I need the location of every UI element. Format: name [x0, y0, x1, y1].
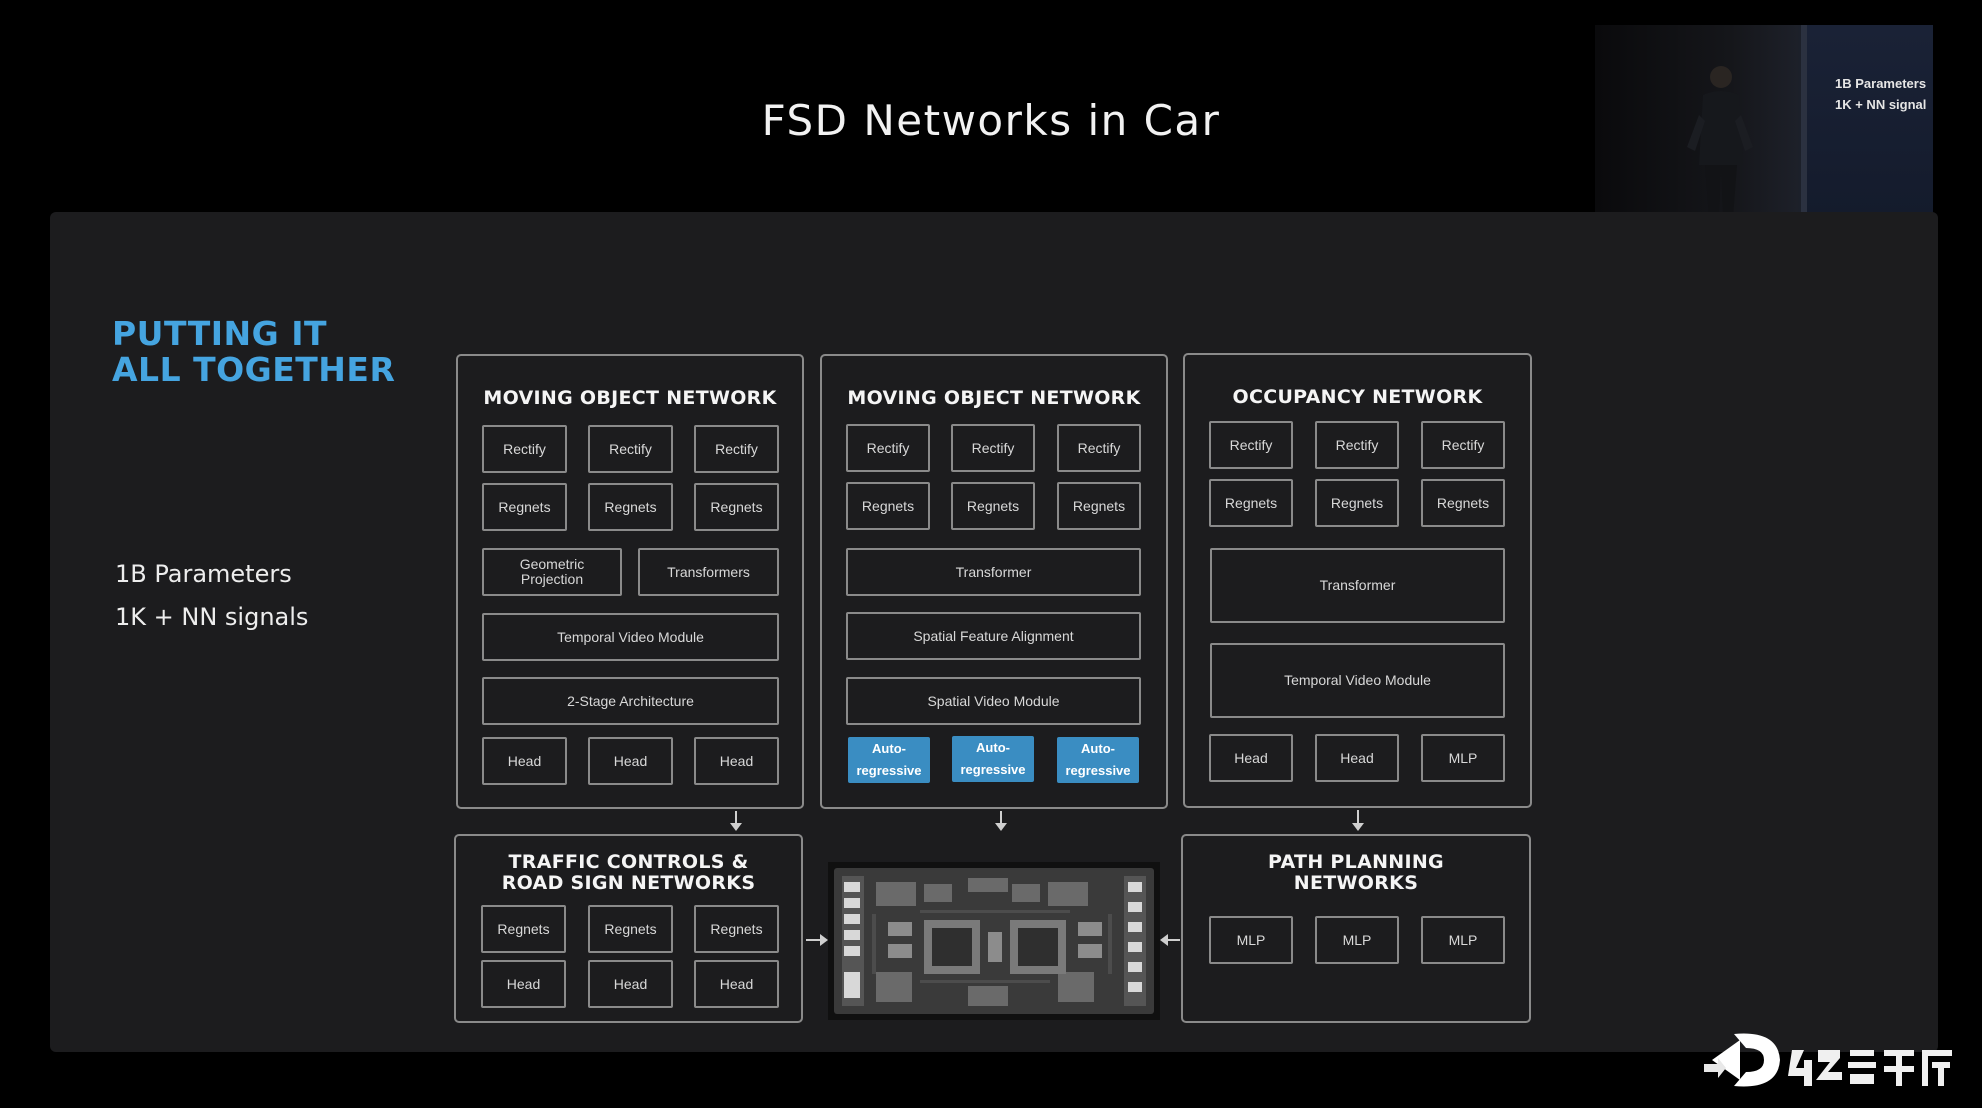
regnets-block: Regnets — [481, 905, 566, 953]
right-arrow — [806, 934, 828, 946]
moving-object-network-1: MOVING OBJECT NETWORK — [456, 354, 804, 809]
rectify-block: Rectify — [1209, 421, 1293, 469]
head-block: Head — [588, 737, 673, 785]
rectify-block: Rectify — [951, 424, 1035, 472]
network-title: MOVING OBJECT NETWORK — [483, 387, 777, 409]
rectify-block: Rectify — [694, 425, 779, 473]
mlp-block: MLP — [1315, 916, 1399, 964]
mlp-block: MLP — [1421, 734, 1505, 782]
temporal-video-module-block: Temporal Video Module — [482, 613, 779, 661]
mlp-block: MLP — [1209, 916, 1293, 964]
autoregressive-block: Auto- regressive — [952, 736, 1034, 782]
path-planning-network: PATH PLANNING NETWORKS — [1181, 834, 1531, 1023]
rectify-block: Rectify — [846, 424, 930, 472]
spatial-video-module-block: Spatial Video Module — [846, 677, 1141, 725]
head-block: Head — [481, 960, 566, 1008]
slide-title: FSD Networks in Car — [761, 96, 1221, 145]
left-arrow — [1160, 934, 1180, 946]
transformers-block: Transformers — [638, 548, 779, 596]
stage-screen-text: 1B Parameters 1K + NN signal — [1835, 73, 1933, 115]
head-block: Head — [694, 737, 779, 785]
42-garage-logo-icon — [1704, 1033, 1952, 1087]
speaker-figure — [1687, 66, 1753, 217]
transformer-block: Transformer — [846, 548, 1141, 596]
two-stage-architecture-block: 2-Stage Architecture — [482, 677, 779, 725]
head-block: Head — [1209, 734, 1293, 782]
geometric-projection-block: Geometric Projection — [482, 548, 622, 596]
down-arrow — [995, 811, 1007, 831]
regnets-block: Regnets — [951, 482, 1035, 530]
stage-screen — [1801, 25, 1933, 217]
rectify-block: Rectify — [1315, 421, 1399, 469]
mlp-block: MLP — [1421, 916, 1505, 964]
section-heading: PUTTING IT ALL TOGETHER — [112, 316, 395, 388]
occupancy-network: OCCUPANCY NETWORK — [1183, 353, 1532, 808]
down-arrow — [730, 811, 742, 831]
signals-stat: 1K + NN signals — [115, 603, 309, 631]
spatial-feature-alignment-block: Spatial Feature Alignment — [846, 612, 1141, 660]
regnets-block: Regnets — [1057, 482, 1141, 530]
fsd-computer-board-image — [828, 862, 1160, 1020]
title-line: TRAFFIC CONTROLS & — [508, 851, 749, 873]
speaker-video-inset: 1B Parameters 1K + NN signal — [1595, 25, 1933, 217]
stage-screen-line: 1K + NN signal — [1835, 97, 1927, 112]
regnets-block: Regnets — [482, 483, 567, 531]
regnets-block: Regnets — [1315, 479, 1399, 527]
rectify-block: Rectify — [1421, 421, 1505, 469]
title-line: NETWORKS — [1293, 872, 1419, 894]
network-title: TRAFFIC CONTROLS & ROAD SIGN NETWORKS — [456, 852, 801, 894]
regnets-block: Regnets — [846, 482, 930, 530]
network-title: OCCUPANCY NETWORK — [1232, 386, 1483, 408]
head-block: Head — [482, 737, 567, 785]
head-block: Head — [588, 960, 673, 1008]
autoregressive-block: Auto- regressive — [848, 737, 930, 783]
regnets-block: Regnets — [694, 905, 779, 953]
regnets-block: Regnets — [694, 483, 779, 531]
rectify-block: Rectify — [588, 425, 673, 473]
heading-line: PUTTING IT — [112, 314, 328, 353]
rectify-block: Rectify — [1057, 424, 1141, 472]
regnets-block: Regnets — [1421, 479, 1505, 527]
parameters-stat: 1B Parameters — [115, 560, 292, 588]
title-line: ROAD SIGN NETWORKS — [501, 872, 756, 894]
regnets-block: Regnets — [1209, 479, 1293, 527]
heading-line: ALL TOGETHER — [112, 350, 396, 389]
down-arrow — [1352, 810, 1364, 831]
head-block: Head — [1315, 734, 1399, 782]
head-block: Head — [694, 960, 779, 1008]
regnets-block: Regnets — [588, 905, 673, 953]
autoregressive-block: Auto- regressive — [1057, 737, 1139, 783]
regnets-block: Regnets — [588, 483, 673, 531]
network-title: MOVING OBJECT NETWORK — [847, 387, 1141, 409]
title-line: PATH PLANNING — [1268, 851, 1444, 873]
stage-screen-line: 1B Parameters — [1835, 76, 1927, 91]
moving-object-network-2: MOVING OBJECT NETWORK — [820, 354, 1168, 809]
transformer-block: Transformer — [1210, 548, 1505, 623]
rectify-block: Rectify — [482, 425, 567, 473]
traffic-controls-network: TRAFFIC CONTROLS & ROAD SIGN NETWORKS — [454, 834, 803, 1023]
temporal-video-module-block: Temporal Video Module — [1210, 643, 1505, 718]
network-title: PATH PLANNING NETWORKS — [1183, 852, 1529, 894]
